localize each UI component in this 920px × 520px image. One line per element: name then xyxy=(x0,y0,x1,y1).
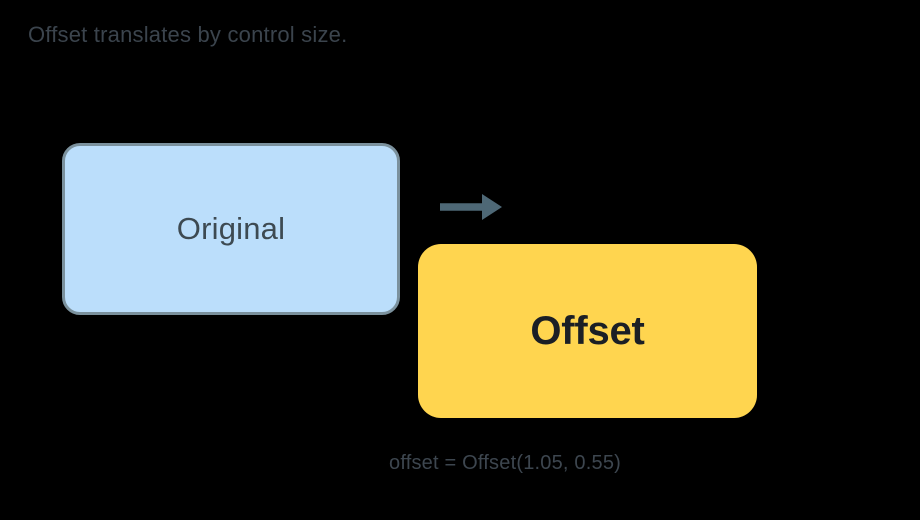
offset-control-label: Offset xyxy=(530,308,645,353)
original-control-box: Original xyxy=(62,143,400,315)
arrow-right-icon xyxy=(438,190,504,224)
page-title: Offset translates by control size. xyxy=(28,22,348,47)
offset-control-box: Offset xyxy=(418,244,757,418)
original-control-label: Original xyxy=(176,211,286,246)
offset-caption: offset = Offset(1.05, 0.55) xyxy=(389,452,622,474)
